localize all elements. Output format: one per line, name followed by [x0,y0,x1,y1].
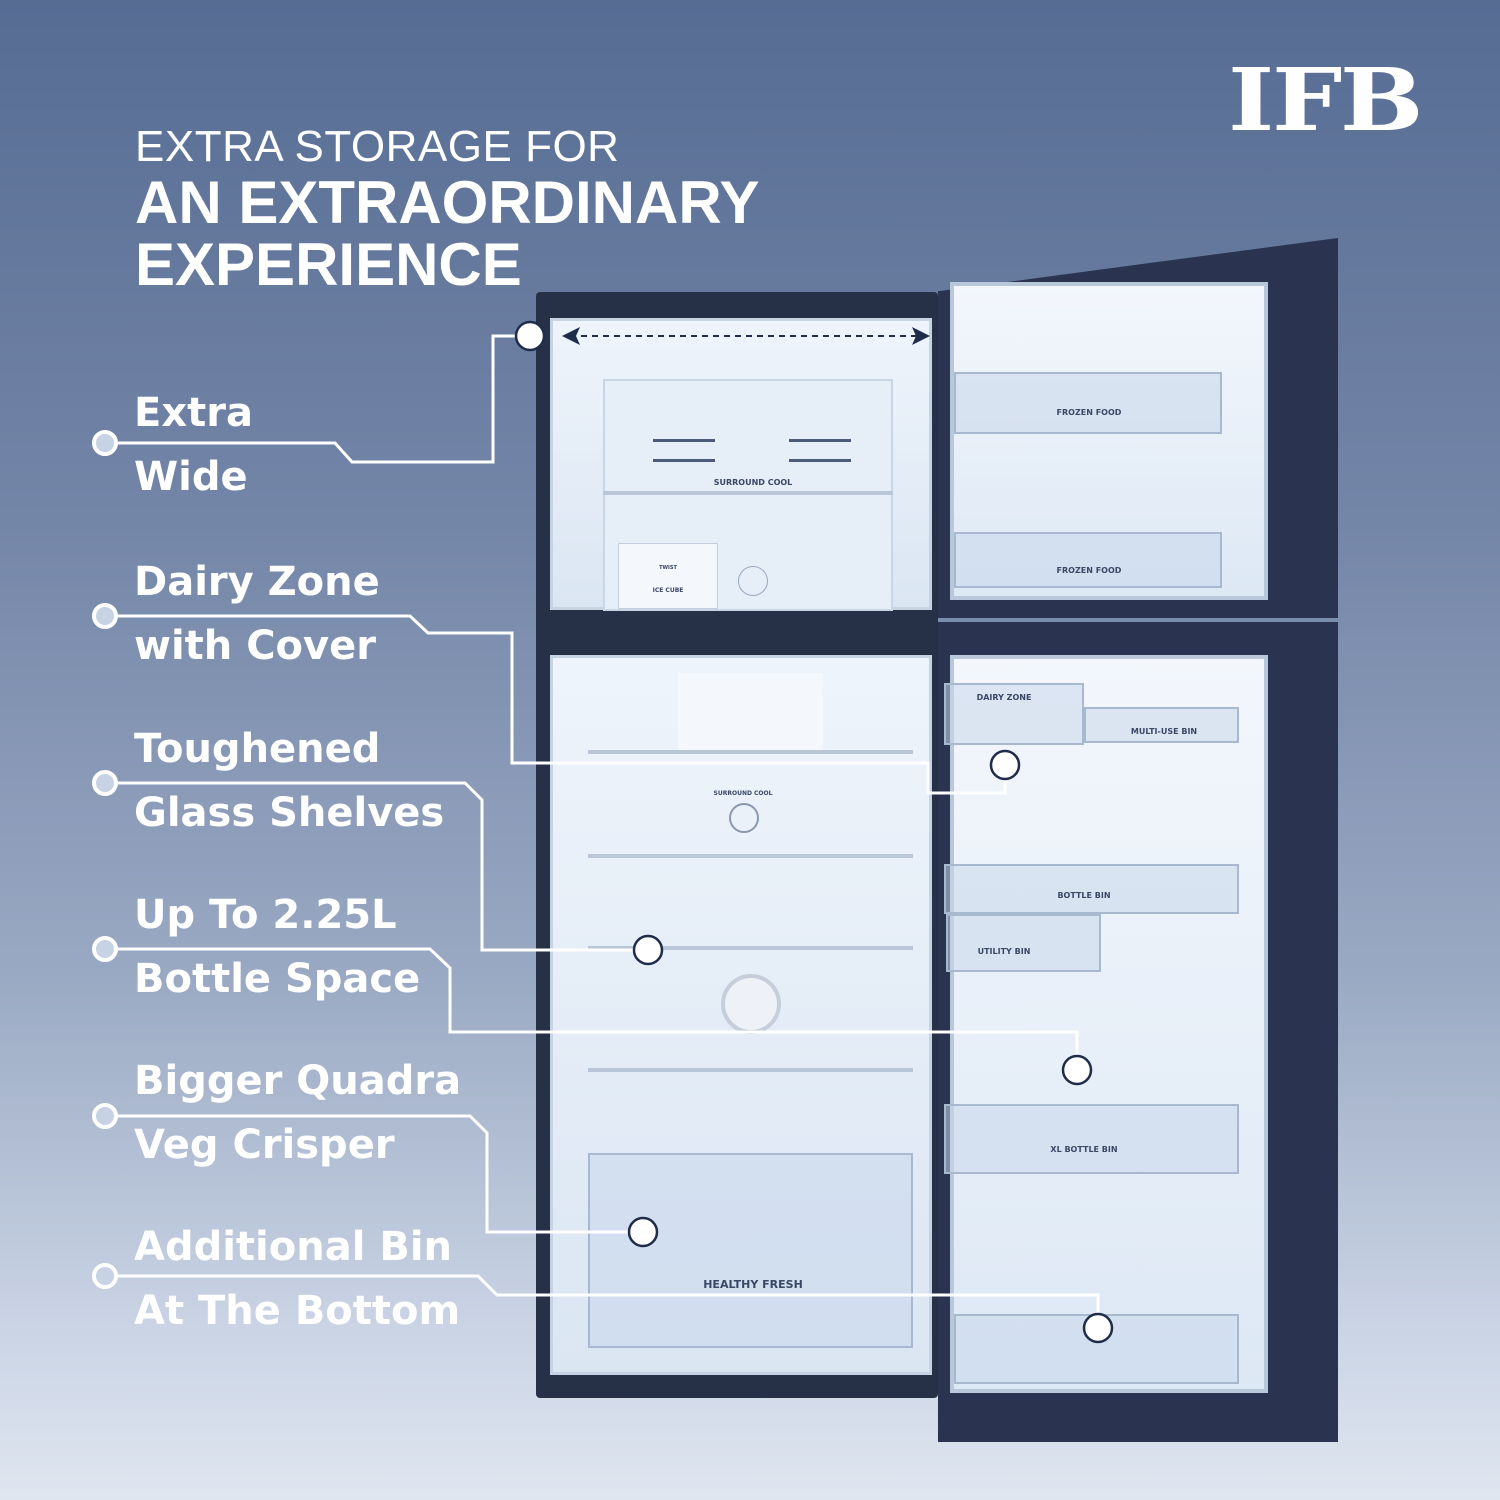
arrow-right-icon [912,327,930,345]
callout-start-dot [92,603,118,629]
frozen-food-label-2: FROZEN FOOD [1056,566,1122,575]
glass-shelf [588,750,913,754]
glass-shelf [588,1068,913,1072]
headline-line1: EXTRA STORAGE FOR [135,122,620,171]
multi-use-bin-label: MULTI-USE BIN [1130,727,1198,736]
dairy-zone-bin[interactable] [944,683,1084,745]
arrow-left-icon [562,327,580,345]
callout-line-bottle [105,947,1079,1070]
glass-shelf [588,854,913,858]
feature-line2: Veg Crisper [134,1122,395,1168]
fridge-compartment: SURROUND COOL HEALTHY FRESH [550,655,932,1375]
headline-line3: EXPERIENCE [135,231,522,298]
headline-line2: AN EXTRAORDINARY [135,169,760,236]
ifb-logo: IFB [1228,50,1423,151]
healthy-fresh-label: HEALTHY FRESH [703,1278,803,1291]
freezer-door-inner: FROZEN FOOD FROZEN FOOD [950,282,1268,600]
twist-label: TWIST [659,565,677,571]
callout-line-dairy [105,614,1007,795]
feature-line2: Bottle Space [134,956,421,1002]
surround-cool-label-2: SURROUND COOL [713,790,773,797]
headline-main: AN EXTRAORDINARY EXPERIENCE [135,172,759,296]
feature-line2: with Cover [134,623,376,669]
callout-end-dot [627,1216,659,1248]
feature-line2: At The Bottom [134,1288,461,1334]
feature-line2: Glass Shelves [134,790,445,836]
temperature-dial[interactable] [738,566,768,596]
feature-line1: Bigger Quadra [134,1058,462,1104]
callout-start-dot [92,1103,118,1129]
feature-line1: Extra [134,390,253,436]
callout-line-crisper [105,1114,643,1234]
feature-line1: Toughened [134,726,381,772]
utility-bin[interactable] [946,914,1101,972]
callout-end-dot [514,320,546,352]
feature-dairy-zone: Dairy Zone with Cover [134,550,380,678]
freezer-compartment: SURROUND COOL TWIST ICE CUBE [550,318,932,611]
callout-line-extra-wide [105,334,530,464]
glass-shelf [588,946,913,950]
utility-bin-label: UTILITY BIN [977,947,1031,956]
callout-start-dot [92,770,118,796]
callout-end-dot [989,749,1021,781]
xl-bottle-bin-label: XL BOTTLE BIN [1050,1145,1118,1154]
xl-bottle-bin[interactable] [944,1104,1239,1174]
bottle-bin-label: BOTTLE BIN [1057,891,1111,900]
callout-line-bottom [105,1274,1100,1328]
callout-line-shelves [105,781,648,952]
feature-line1: Up To 2.25L [134,892,397,938]
feature-bottom-bin: Additional Bin At The Bottom [134,1215,460,1343]
callout-start-dot [92,936,118,962]
feature-line2: Wide [134,454,248,500]
feature-line1: Additional Bin [134,1224,453,1270]
callout-start-dot [92,1263,118,1289]
bottle-bin[interactable] [944,864,1239,914]
frozen-food-label-1: FROZEN FOOD [1056,408,1122,417]
callout-end-dot [632,934,664,966]
callout-end-dot [1082,1312,1114,1344]
feature-bottle-space: Up To 2.25L Bottle Space [134,883,420,1011]
dairy-zone-label: DAIRY ZONE [976,693,1032,702]
callout-start-dot [92,430,118,456]
callout-end-dot [1061,1054,1093,1086]
ice-cube-label: ICE CUBE [652,587,684,594]
feature-line1: Dairy Zone [134,559,380,605]
surround-cool-label: SURROUND COOL [713,478,793,487]
veg-crisper[interactable] [588,1153,913,1348]
